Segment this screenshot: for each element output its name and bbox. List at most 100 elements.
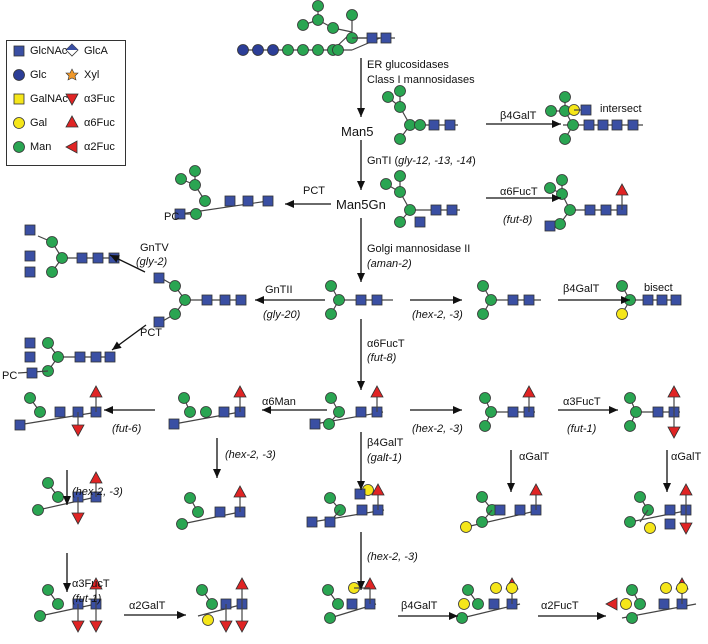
man-circle — [567, 119, 579, 131]
glcnac-square — [242, 195, 254, 207]
man-circle — [559, 133, 571, 145]
man-circle — [477, 308, 489, 320]
a6fuc-triangle — [89, 577, 103, 590]
man-circle — [333, 406, 345, 418]
glcnac-square — [444, 119, 456, 131]
arrow-hex23-4-head — [63, 496, 71, 505]
man-circle — [325, 308, 337, 320]
man-circle — [479, 420, 491, 432]
glcnac-square — [214, 506, 226, 518]
man-circle — [312, 0, 324, 12]
a2fuc-triangle — [605, 597, 618, 611]
class-i-mannosidases-label: Class I mannosidases — [367, 74, 475, 86]
man-circle — [34, 610, 46, 622]
hex23-label-4: (hex-2, -3) — [72, 486, 123, 498]
man-circle — [346, 9, 358, 21]
a2fuct-label: α2FucT — [541, 600, 579, 612]
gal-circle — [616, 308, 628, 320]
man-circle — [554, 218, 566, 230]
glcnac-square — [24, 266, 36, 278]
man-circle — [333, 294, 345, 306]
glycosidic-bond — [629, 509, 691, 523]
pct-label-1: PCT — [303, 185, 325, 197]
gal-circle — [620, 598, 632, 610]
glcnac-square — [24, 351, 36, 363]
glcnac-square — [24, 224, 36, 236]
man-circle — [626, 612, 638, 624]
gnti-enzyme: GnTI ( — [367, 155, 399, 167]
fut8-label-1: (fut-8) — [503, 214, 533, 226]
a6fuc-triangle — [89, 385, 103, 398]
a6fuc-triangle — [233, 485, 247, 498]
man-circle — [34, 406, 46, 418]
a6fuc-triangle — [371, 483, 385, 496]
man-circle — [200, 406, 212, 418]
glcnac-square — [235, 294, 247, 306]
glcnac-square — [74, 351, 86, 363]
glcnac-square — [168, 418, 180, 430]
gnti-genes: gly-12, -13, -14 — [398, 155, 473, 167]
man-circle — [616, 280, 628, 292]
a6fuc-triangle — [679, 483, 693, 496]
arrow-a2galt-head — [177, 611, 186, 619]
pc-label-1: PC — [164, 211, 180, 223]
a3fuc-triangle — [679, 522, 693, 535]
man-circle — [404, 204, 416, 216]
man-circle — [456, 612, 468, 624]
arrow-gntv-head — [110, 255, 120, 263]
a6fuc-triangle — [615, 183, 629, 196]
er-glucosidases-label: ER glucosidases — [367, 59, 449, 71]
glcnac-square — [219, 294, 231, 306]
arrow-fut6-head — [104, 406, 113, 414]
man-circle — [380, 178, 392, 190]
man-circle — [325, 280, 337, 292]
legend-a2fuc-icon — [65, 140, 78, 154]
glcnac-square — [76, 252, 88, 264]
glcnac-square — [104, 351, 116, 363]
hex23-label-5: (hex-2, -3) — [367, 551, 418, 563]
a3fuc-triangle — [219, 620, 233, 633]
arrow-to-galt1-head — [357, 481, 365, 490]
a6man-label: α6Man — [262, 396, 296, 408]
fut1-label-1: (fut-1) — [567, 423, 597, 435]
arrow-hex23-2-head — [453, 406, 462, 414]
gal-circle — [202, 614, 214, 626]
legend-box — [6, 40, 126, 166]
glcnac-square — [670, 294, 682, 306]
legend-gal-label: Gal — [30, 117, 48, 129]
legend-glc-label: Glc — [30, 69, 47, 81]
glycosidic-bond — [639, 509, 649, 523]
man-circle — [394, 133, 406, 145]
man-circle — [476, 491, 488, 503]
arrow-b4galt-4-head — [449, 612, 458, 620]
agalt-label-1: αGalT — [519, 451, 550, 463]
legend-a6fuc-label: α6Fuc — [84, 117, 115, 129]
glc-circle — [252, 44, 264, 56]
man5gn-label: Man5Gn — [336, 197, 386, 212]
glcnac-square — [658, 598, 670, 610]
a6fuc-triangle — [529, 483, 543, 496]
glcnac-square — [627, 119, 639, 131]
man-circle — [324, 492, 336, 504]
glcnac-square — [92, 252, 104, 264]
man-circle — [472, 598, 484, 610]
man-circle — [462, 584, 474, 596]
b4galt-label-bisect: β4GalT — [563, 283, 600, 295]
a6fuc-triangle — [522, 385, 536, 398]
glcnac-square — [309, 418, 321, 430]
man-circle — [42, 584, 54, 596]
a6fuc-triangle — [370, 385, 384, 398]
a3fuct-label-2: α3FucT — [72, 578, 110, 590]
man-circle — [42, 337, 54, 349]
a6fuc-triangle — [363, 577, 377, 590]
glcnac-square — [611, 119, 623, 131]
a6fuc-triangle — [89, 471, 103, 484]
glcnac-square — [24, 337, 36, 349]
glcnac-square — [24, 250, 36, 262]
man-circle — [394, 186, 406, 198]
a3fuc-triangle — [89, 620, 103, 633]
man-circle — [312, 44, 324, 56]
man-circle — [556, 174, 568, 186]
glcnac-square — [224, 195, 236, 207]
